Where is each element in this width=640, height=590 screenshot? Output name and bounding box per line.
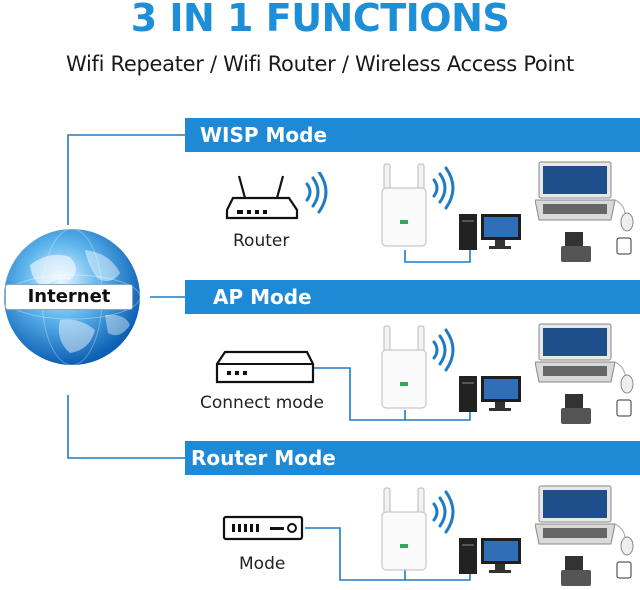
desktop-pc-icon	[459, 376, 521, 412]
ap-mode-banner: AP Mode	[185, 280, 640, 314]
repeater-icon	[381, 163, 455, 247]
page-title: 3 IN 1 FUNCTIONS	[130, 0, 510, 40]
laptop-devices-icon	[535, 485, 634, 586]
desktop-pc-icon	[459, 538, 521, 574]
router-icon	[225, 172, 328, 220]
connect-mode-label: Connect mode	[200, 393, 324, 413]
desktop-pc-icon	[459, 214, 521, 250]
repeater-icon	[381, 325, 455, 409]
switch-icon	[215, 350, 315, 384]
internet-label: Internet	[5, 284, 133, 310]
router-mode-banner: Router Mode	[185, 441, 640, 475]
mode-label: Mode	[239, 554, 286, 574]
laptop-devices-icon	[535, 323, 634, 424]
repeater-icon	[381, 487, 455, 571]
wisp-mode-banner: WISP Mode	[185, 118, 640, 152]
modem-icon	[222, 515, 304, 541]
laptop-devices-icon	[535, 161, 634, 262]
page-subtitle: Wifi Repeater / Wifi Router / Wireless A…	[66, 52, 574, 76]
router-label: Router	[233, 231, 290, 251]
